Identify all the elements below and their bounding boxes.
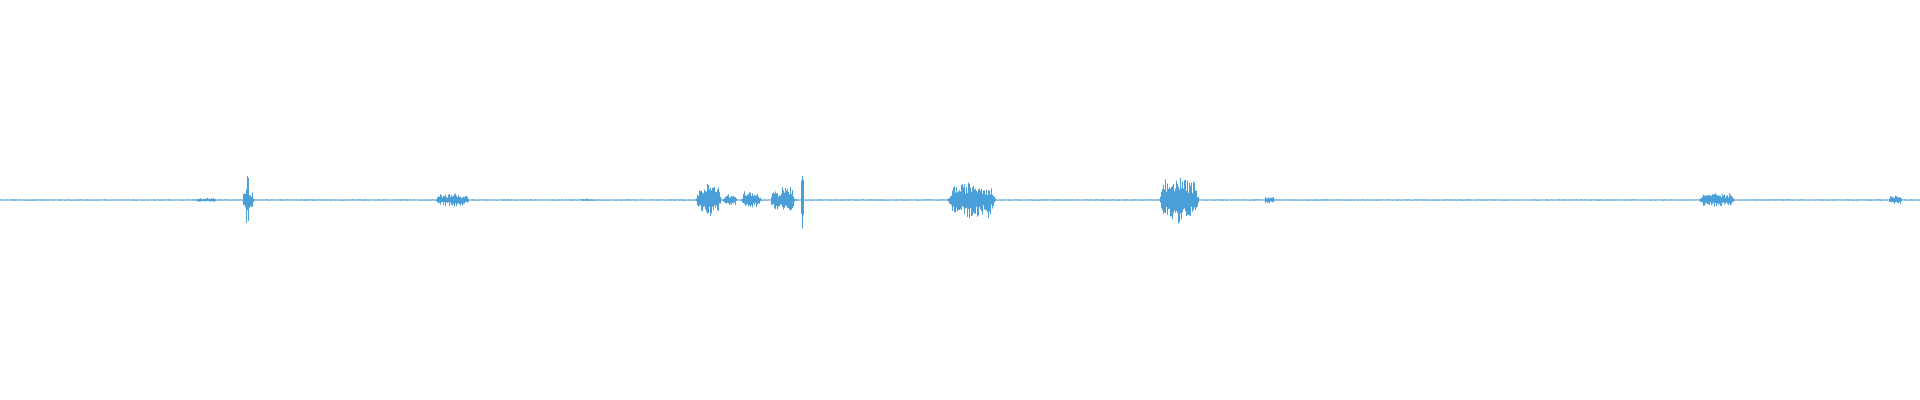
waveform-samples	[0, 175, 1920, 229]
